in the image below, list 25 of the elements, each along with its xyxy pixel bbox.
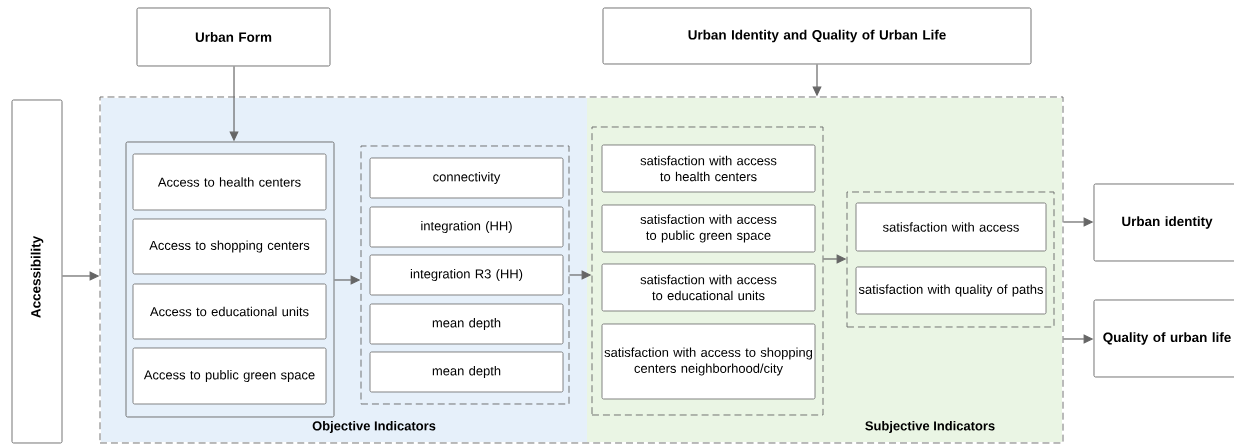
dashed-group-box — [846, 191, 1055, 328]
indicator-box: satisfaction with access to health centers — [601, 144, 816, 193]
indicator-box: Access to educational units — [132, 283, 327, 340]
indicator-box: satisfaction with access to public green space — [601, 204, 816, 253]
heading-box: Accessibility — [11, 99, 63, 444]
indicator-box: connectivity — [369, 157, 564, 199]
indicator-box: Access to shopping centers — [132, 218, 327, 275]
indicator-box: integration (HH) — [369, 206, 564, 248]
group-box — [125, 141, 335, 418]
heading-box: Urban Form — [136, 7, 331, 67]
heading-box: Urban Identity and Quality of Urban Life — [602, 7, 1032, 65]
dashed-container — [99, 96, 1064, 444]
dashed-group-box — [360, 145, 570, 405]
outcome-box: Urban identity — [1093, 183, 1234, 262]
indicator-box: Access to public green space — [132, 347, 327, 405]
outcome-box: Quality of urban life — [1093, 299, 1234, 378]
indicator-box: mean depth — [369, 351, 564, 393]
indicator-box: mean depth — [369, 303, 564, 345]
indicator-box: satisfaction with access — [855, 202, 1047, 252]
indicator-box: satisfaction with access to educational units — [601, 263, 816, 312]
indicator-box: Access to health centers — [132, 153, 327, 211]
indicator-box: satisfaction with quality of paths — [855, 266, 1047, 315]
indicator-box: satisfaction with access to shopping centers neighborhood/city — [601, 323, 816, 400]
indicator-box: integration R3 (HH) — [369, 254, 564, 296]
dashed-group-box — [591, 126, 824, 416]
